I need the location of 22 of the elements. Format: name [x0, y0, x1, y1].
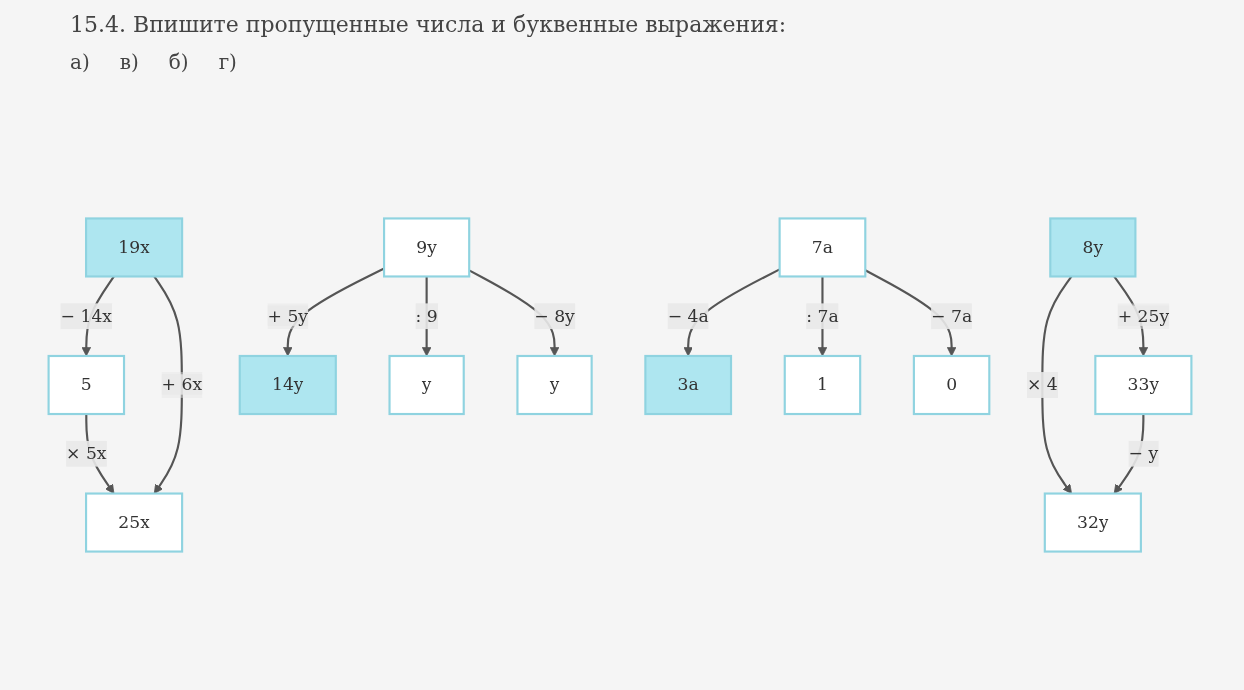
answer-box: 33y: [1094, 354, 1193, 416]
given-number-box: 19x: [85, 217, 184, 278]
panel-letter: г): [218, 50, 237, 74]
answer-box: 5: [47, 354, 126, 416]
given-number-box: 3a: [644, 354, 733, 416]
exercise-heading: 15.4. Впишите пропущенные числа и буквенные выражения:: [70, 12, 787, 37]
answer-box: y: [388, 354, 465, 416]
panel-letter: б): [168, 50, 189, 74]
panel-letter: в): [119, 50, 139, 74]
panel-letter: а): [70, 50, 90, 74]
answer-box: 9y: [383, 217, 471, 278]
edge-label: + 25y: [1117, 305, 1170, 326]
edge-label: + 6x: [161, 374, 203, 395]
answer-box: 1: [783, 354, 862, 416]
answer-box: 0: [912, 354, 991, 416]
given-number-box: 14y: [238, 354, 337, 416]
answer-box: 7a: [778, 217, 867, 278]
answer-box: 32y: [1043, 492, 1142, 553]
answer-box: y: [516, 354, 593, 416]
given-number-box: 8y: [1049, 217, 1137, 278]
edge-label: + 5y: [267, 305, 309, 326]
answer-box: 25x: [85, 492, 184, 553]
